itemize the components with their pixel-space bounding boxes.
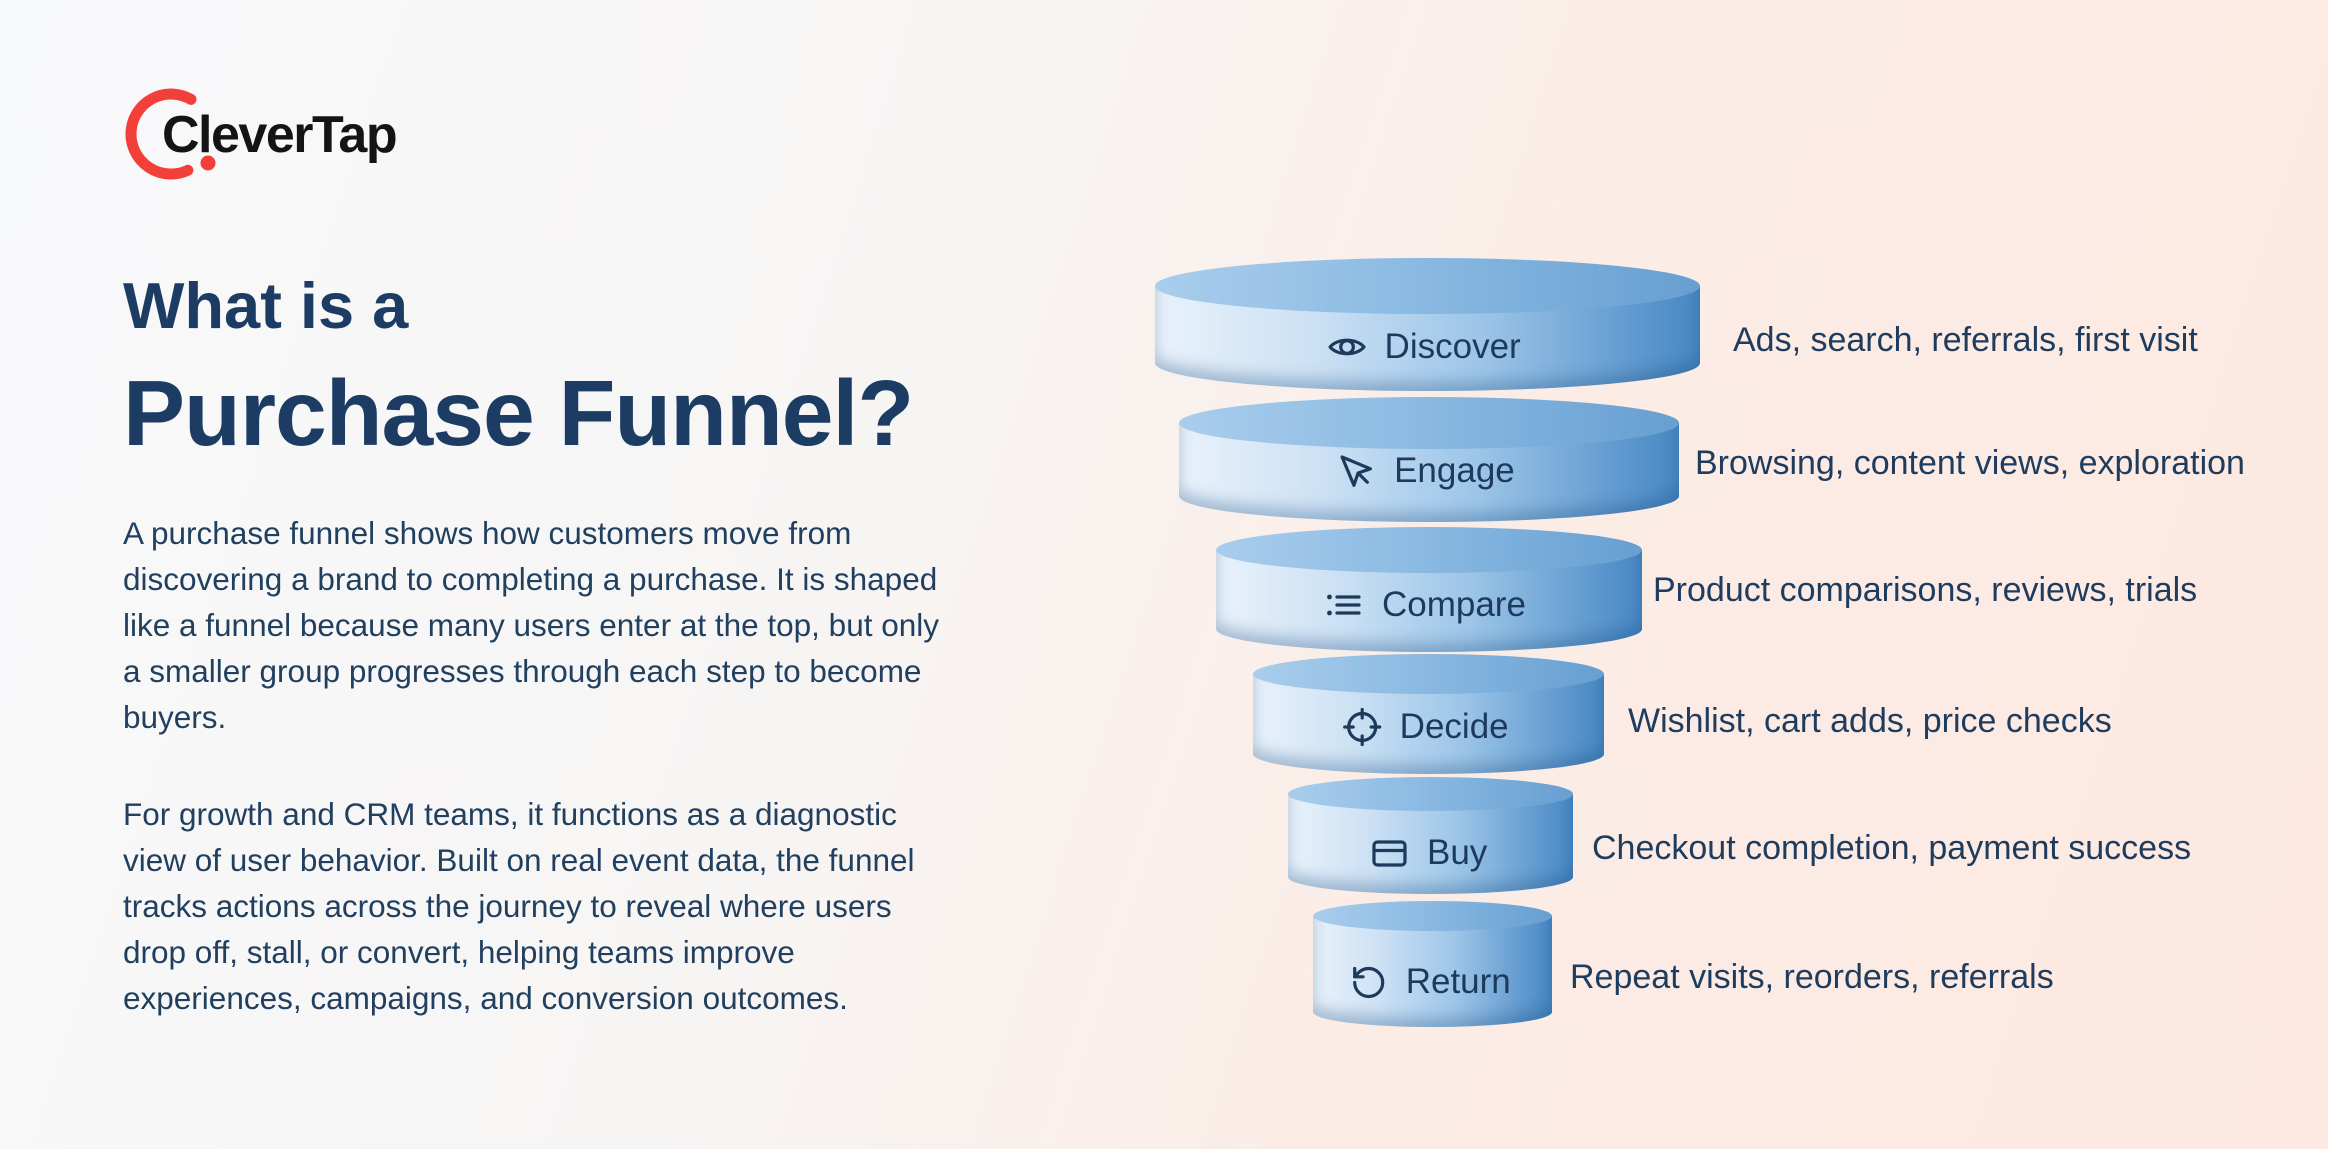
stage-row-return: Return: [1348, 958, 1511, 1006]
funnel-stage-decide: Decide: [1253, 654, 1604, 774]
eye-icon: [1327, 327, 1367, 367]
annotation-compare: Product comparisons, reviews, trials: [1653, 571, 2198, 609]
disc-lid: [1253, 654, 1604, 694]
clevertap-wordmark: CleverTap: [162, 106, 398, 164]
stage-label: Decide: [1399, 707, 1509, 746]
title-line-2: Purchase Funnel?: [123, 360, 914, 465]
card-icon: [1369, 833, 1409, 873]
intro-paragraph: A purchase funnel shows how customers mo…: [123, 515, 940, 735]
annotation-discover: Ads, search, referrals, first visit: [1733, 321, 2198, 359]
funnel-stage-return: Return: [1313, 901, 1552, 1027]
funnel-stage-compare: Compare: [1216, 527, 1642, 652]
detail-paragraph: For growth and CRM teams, it functions a…: [123, 796, 915, 1016]
disc-lid: [1313, 901, 1552, 931]
stage-row-discover: Discover: [1327, 323, 1521, 371]
funnel-stage-engage: Engage: [1179, 397, 1679, 522]
stage-label: Compare: [1381, 585, 1526, 624]
title-line-1: What is a: [123, 269, 409, 342]
target-icon: [1342, 707, 1382, 747]
return-icon: [1348, 962, 1388, 1002]
funnel-stage-buy: Buy: [1288, 777, 1573, 894]
disc-lid: [1155, 258, 1700, 314]
stage-row-compare: Compare: [1324, 581, 1526, 629]
stage-row-decide: Decide: [1342, 703, 1509, 751]
stage-row-engage: Engage: [1336, 447, 1515, 495]
stage-label: Discover: [1384, 327, 1521, 366]
list-icon: [1324, 585, 1364, 625]
funnel-stage-discover: Discover: [1155, 258, 1700, 391]
page-title: What is a Purchase Funnel?: [123, 269, 914, 465]
stage-row-buy: Buy: [1369, 829, 1487, 877]
clevertap-arc-icon: [125, 88, 216, 180]
disc-lid: [1288, 777, 1573, 811]
cursor-icon: [1336, 451, 1376, 491]
annotation-buy: Checkout completion, payment success: [1592, 829, 2192, 867]
stage-label: Buy: [1426, 833, 1488, 872]
disc-lid: [1216, 527, 1642, 573]
clevertap-logo: CleverTap: [120, 83, 540, 193]
annotation-decide: Wishlist, cart adds, price checks: [1628, 702, 2112, 740]
stage-label: Return: [1405, 962, 1511, 1001]
disc-lid: [1179, 397, 1679, 449]
annotation-return: Repeat visits, reorders, referrals: [1570, 958, 2054, 996]
annotation-engage: Browsing, content views, exploration: [1695, 444, 2245, 482]
stage-label: Engage: [1394, 451, 1515, 490]
